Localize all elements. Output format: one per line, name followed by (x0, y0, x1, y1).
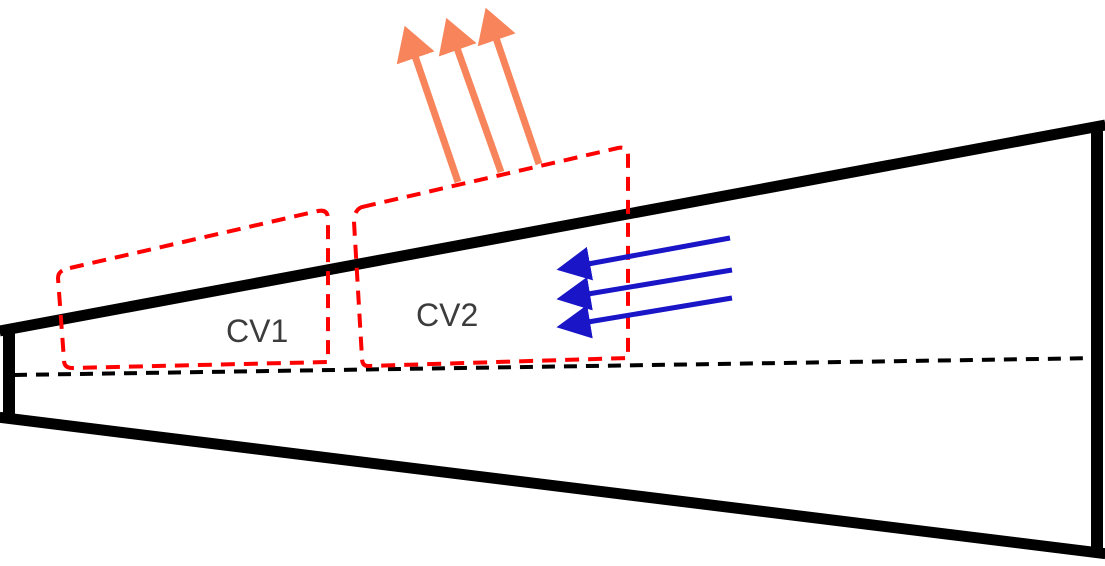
heat-out-arrow (477, 7, 543, 166)
centerline (13, 356, 1101, 377)
heat-out-arrow (438, 17, 505, 174)
control-volume-2-border (351, 145, 630, 369)
heat-out-arrow (396, 25, 462, 184)
inflow-arrows (556, 235, 733, 339)
control-volume-2-label: CV2 (416, 297, 478, 333)
inflow-arrow (556, 267, 733, 311)
heat-out-arrows (396, 7, 543, 184)
inflow-arrow (556, 295, 733, 339)
upper-wall (0, 119, 1105, 337)
lower-wall (0, 411, 1105, 560)
inflow-arrow (556, 235, 731, 281)
control-volume-1-border (55, 208, 330, 371)
control-volume-1-label: CV1 (226, 313, 288, 349)
